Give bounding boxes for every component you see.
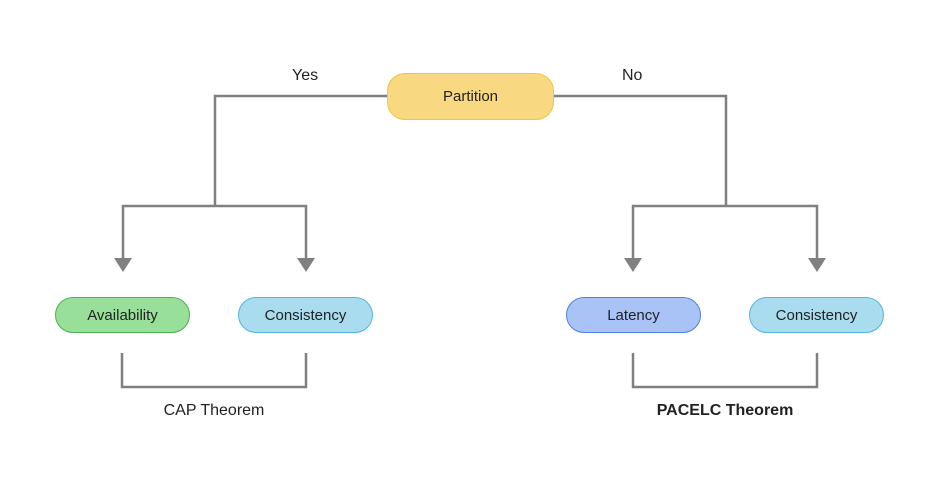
pacelc-split-line xyxy=(631,204,819,258)
cap-split-line xyxy=(121,204,308,258)
arrow-down-icon xyxy=(114,258,132,272)
arrow-down-icon xyxy=(624,258,642,272)
arrow-down-icon xyxy=(808,258,826,272)
partition-node: Partition xyxy=(387,73,554,120)
pacelc-theorem-caption: PACELC Theorem xyxy=(656,402,794,419)
pacelc-consistency-node: Consistency xyxy=(749,297,884,333)
partition-label: Partition xyxy=(442,88,499,105)
availability-node: Availability xyxy=(55,297,190,333)
arrow-down-icon xyxy=(297,258,315,272)
latency-node: Latency xyxy=(566,297,701,333)
yes-branch-line xyxy=(213,94,388,206)
no-label: No xyxy=(622,67,643,84)
cap-bracket xyxy=(120,353,308,389)
pacelc-bracket xyxy=(631,353,819,389)
pacelc-consistency-label: Consistency xyxy=(775,306,858,324)
availability-label: Availability xyxy=(87,306,158,324)
yes-label: Yes xyxy=(292,67,319,84)
cap-consistency-label: Consistency xyxy=(264,306,347,324)
cap-consistency-node: Consistency xyxy=(238,297,373,333)
cap-theorem-caption: CAP Theorem xyxy=(163,402,265,419)
latency-label: Latency xyxy=(607,306,660,324)
no-branch-line xyxy=(553,94,728,206)
